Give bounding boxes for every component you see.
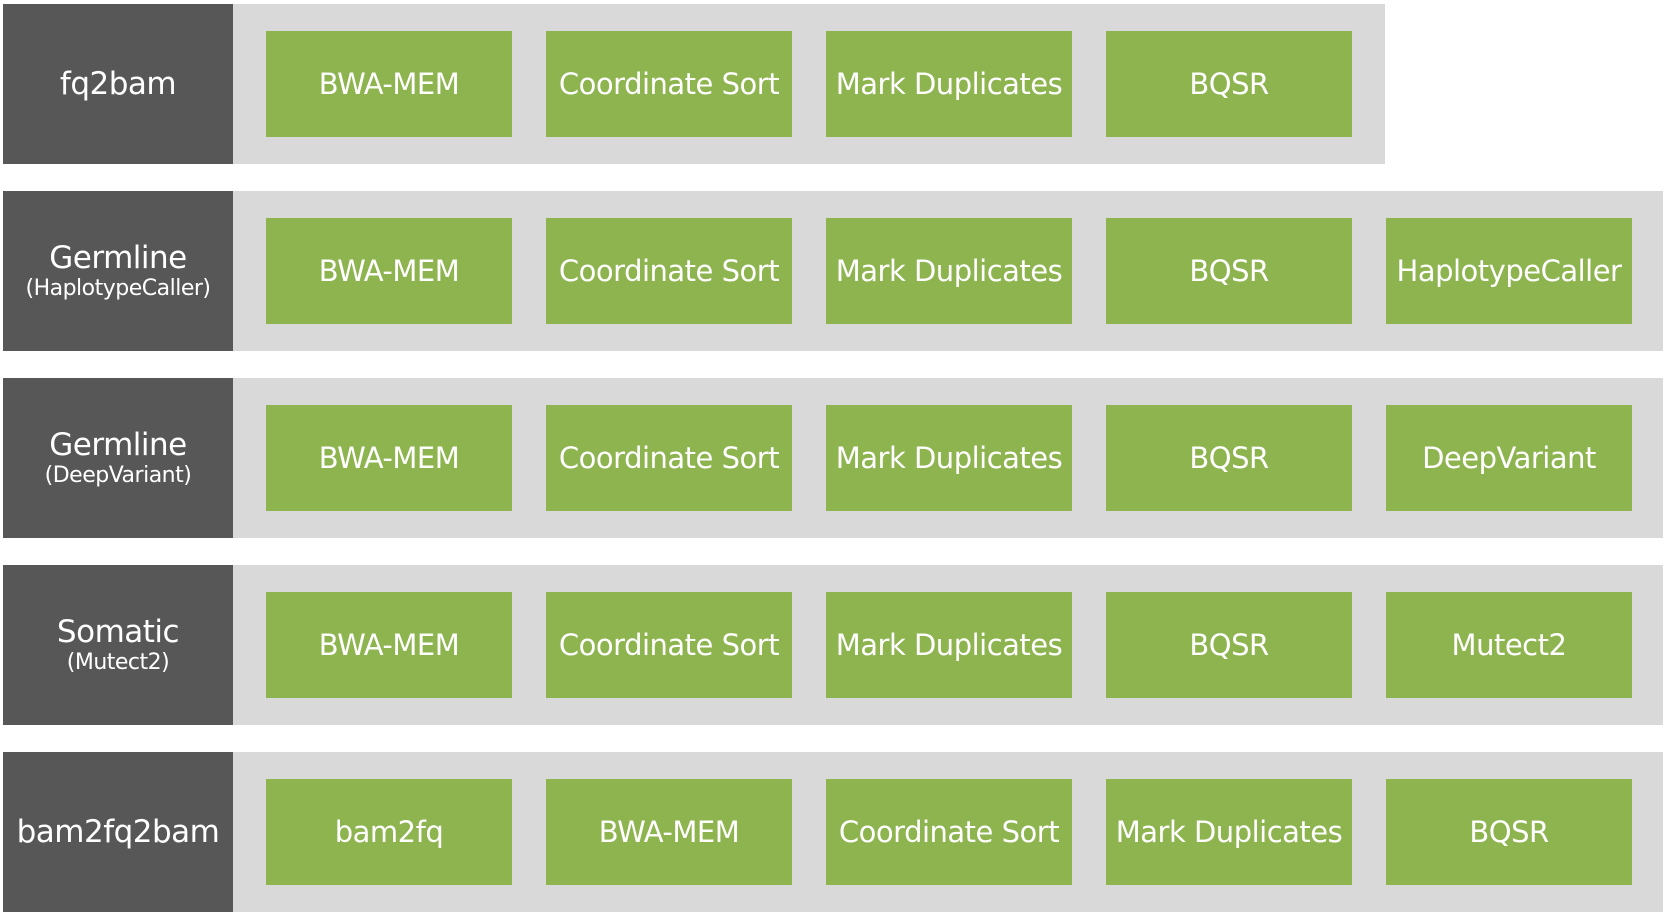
step-box: Mark Duplicates (826, 405, 1072, 511)
pipeline-row-fq2bam: fq2bam BWA-MEM Coordinate Sort Mark Dupl… (3, 4, 1385, 164)
step-box: Mark Duplicates (826, 592, 1072, 698)
step-box: BQSR (1386, 779, 1632, 885)
pipeline-label: Germline (DeepVariant) (3, 378, 233, 538)
step-box: Coordinate Sort (546, 31, 792, 137)
pipeline-variant-caller: (Mutect2) (66, 650, 170, 675)
step-box: Coordinate Sort (826, 779, 1072, 885)
step-box: Mutect2 (1386, 592, 1632, 698)
pipeline-name: Somatic (56, 614, 180, 650)
step-box: Mark Duplicates (1106, 779, 1352, 885)
pipeline-steps-track: BWA-MEM Coordinate Sort Mark Duplicates … (233, 191, 1663, 351)
pipeline-name: bam2fq2bam (16, 814, 220, 850)
step-box: BWA-MEM (266, 218, 512, 324)
pipeline-row-bam2fq2bam: bam2fq2bam bam2fq BWA-MEM Coordinate Sor… (3, 752, 1663, 912)
pipeline-variant-caller: (HaplotypeCaller) (25, 276, 211, 301)
step-box: Mark Duplicates (826, 31, 1072, 137)
step-box: BWA-MEM (266, 592, 512, 698)
step-box: DeepVariant (1386, 405, 1632, 511)
step-box: Coordinate Sort (546, 592, 792, 698)
step-box: BQSR (1106, 31, 1352, 137)
step-box: BQSR (1106, 405, 1352, 511)
pipeline-steps-track: BWA-MEM Coordinate Sort Mark Duplicates … (233, 565, 1663, 725)
step-box: HaplotypeCaller (1386, 218, 1632, 324)
step-box: BWA-MEM (266, 405, 512, 511)
pipeline-name: Germline (49, 240, 187, 276)
pipeline-name: Germline (49, 427, 187, 463)
step-box: BQSR (1106, 218, 1352, 324)
pipeline-label: Somatic (Mutect2) (3, 565, 233, 725)
step-box: BWA-MEM (546, 779, 792, 885)
pipeline-steps-track: BWA-MEM Coordinate Sort Mark Duplicates … (233, 4, 1385, 164)
step-box: BQSR (1106, 592, 1352, 698)
step-box: bam2fq (266, 779, 512, 885)
pipeline-row-somatic-mutect2: Somatic (Mutect2) BWA-MEM Coordinate Sor… (3, 565, 1663, 725)
pipeline-label: bam2fq2bam (3, 752, 233, 912)
pipeline-steps-track: BWA-MEM Coordinate Sort Mark Duplicates … (233, 378, 1663, 538)
pipeline-variant-caller: (DeepVariant) (44, 463, 192, 488)
pipeline-row-germline-deepvariant: Germline (DeepVariant) BWA-MEM Coordinat… (3, 378, 1663, 538)
pipeline-row-germline-haplotypecaller: Germline (HaplotypeCaller) BWA-MEM Coord… (3, 191, 1663, 351)
step-box: Coordinate Sort (546, 405, 792, 511)
pipeline-label: Germline (HaplotypeCaller) (3, 191, 233, 351)
pipeline-label: fq2bam (3, 4, 233, 164)
step-box: Mark Duplicates (826, 218, 1072, 324)
pipeline-name: fq2bam (59, 66, 177, 102)
step-box: Coordinate Sort (546, 218, 792, 324)
step-box: BWA-MEM (266, 31, 512, 137)
pipeline-steps-track: bam2fq BWA-MEM Coordinate Sort Mark Dupl… (233, 752, 1663, 912)
